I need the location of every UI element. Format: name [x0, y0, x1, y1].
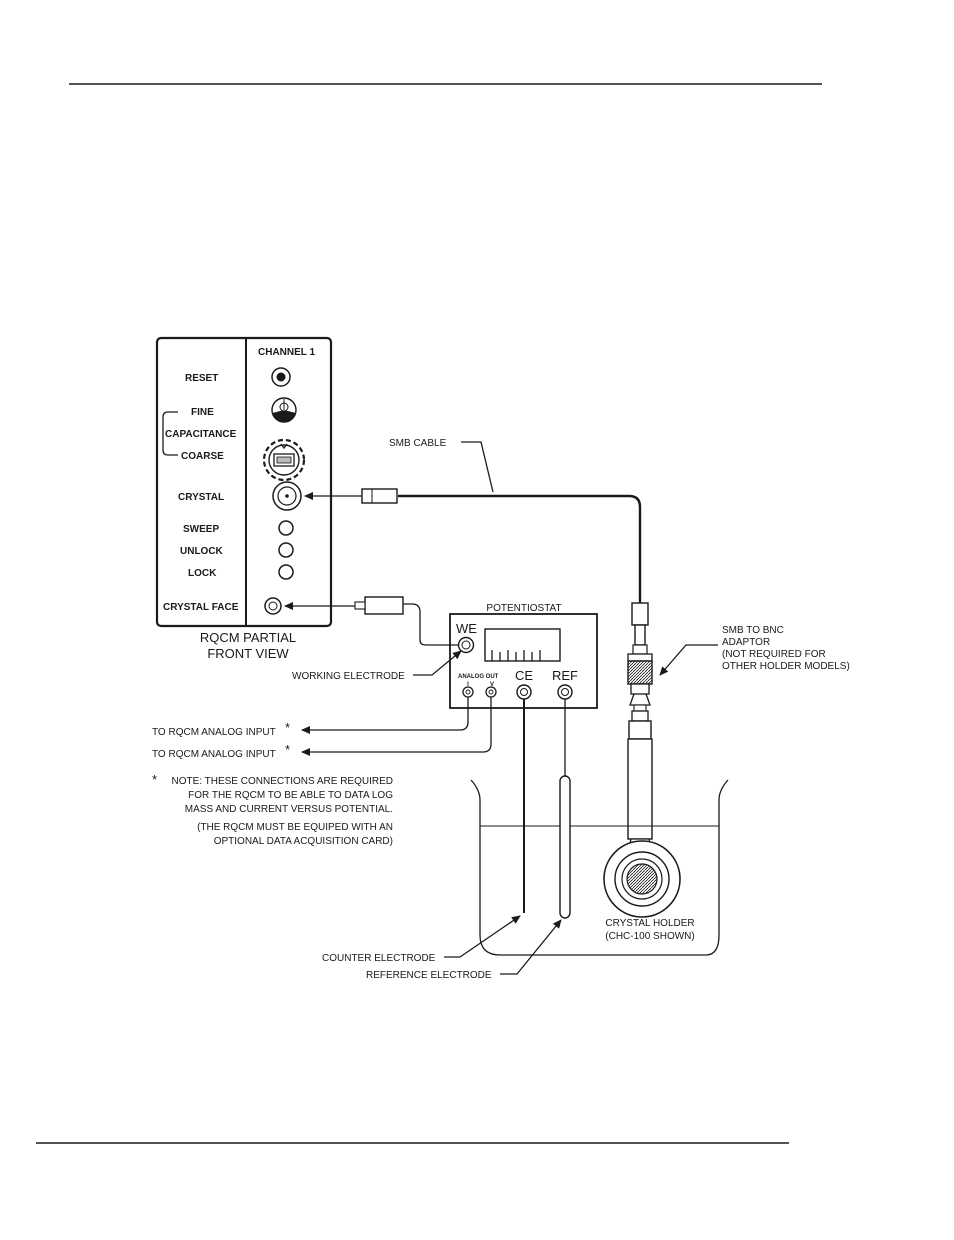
smb-cable: [304, 488, 649, 646]
note-line2: FOR THE RQCM TO BE ABLE TO DATA LOG: [188, 790, 393, 801]
capacitance-bracket: [162, 411, 178, 456]
counter-electrode-label: COUNTER ELECTRODE: [322, 953, 436, 964]
sweep-led: [278, 520, 294, 536]
ce-label: CE: [515, 668, 533, 683]
smb-cable-label: SMB CABLE: [389, 438, 447, 449]
smb-cable-leader: [461, 441, 494, 493]
ce-connector[interactable]: [516, 684, 532, 700]
adaptor-line1: SMB TO BNC: [722, 625, 784, 636]
note-line3: MASS AND CURRENT VERSUS POTENTIAL.: [185, 804, 393, 815]
reference-electrode-label: REFERENCE ELECTRODE: [366, 970, 492, 981]
analog-v-wire: [301, 697, 492, 756]
crystal-holder: [603, 720, 681, 918]
working-electrode-leader: [413, 650, 462, 676]
panel-caption-line1: RQCM PARTIAL: [200, 630, 296, 645]
unlock-led: [278, 542, 294, 558]
fine-capacitance-knob[interactable]: [271, 397, 297, 423]
working-electrode-label: WORKING ELECTRODE: [292, 671, 405, 682]
counter-electrode-leader: [444, 915, 521, 958]
adaptor-leader: [659, 644, 718, 676]
analog-input-1-label: TO RQCM ANALOG INPUT: [152, 727, 276, 738]
panel-caption-line2: FRONT VIEW: [207, 646, 289, 661]
beaker: [470, 779, 729, 956]
crystal-connector[interactable]: [272, 481, 302, 511]
analog-input-2-asterisk: *: [285, 742, 290, 757]
smb-bnc-adaptor: [627, 644, 653, 722]
analog-v-label: V: [490, 682, 494, 688]
coarse-capacitance-knob[interactable]: [262, 438, 306, 482]
potentiostat-title: POTENTIOSTAT: [486, 603, 561, 614]
crystal-face-connector[interactable]: [264, 597, 282, 615]
lock-led: [278, 564, 294, 580]
analog-input-1-asterisk: *: [285, 720, 290, 735]
ref-label: REF: [552, 668, 578, 683]
channel-heading: CHANNEL 1: [258, 347, 315, 358]
analog-v-connector[interactable]: [485, 686, 497, 698]
analog-i-wire: [301, 697, 469, 734]
crystal-face-label: CRYSTAL FACE: [163, 602, 239, 613]
unlock-label: UNLOCK: [180, 546, 224, 557]
note-line4: (THE RQCM MUST BE EQUIPED WITH AN: [197, 822, 393, 833]
crystal-label: CRYSTAL: [178, 492, 224, 503]
reference-electrode-leader: [500, 919, 562, 975]
crystal-holder-line1: CRYSTAL HOLDER: [605, 918, 694, 929]
we-connector[interactable]: [457, 636, 475, 654]
adaptor-line4: OTHER HOLDER MODELS): [722, 661, 850, 672]
coarse-label: COARSE: [181, 451, 224, 462]
lock-label: LOCK: [188, 568, 217, 579]
analog-i-label: I: [467, 682, 469, 688]
we-label: WE: [456, 621, 477, 636]
reset-label: RESET: [185, 373, 218, 384]
analog-input-2-label: TO RQCM ANALOG INPUT: [152, 749, 276, 760]
note-line5: OPTIONAL DATA ACQUISITION CARD): [214, 836, 393, 847]
reference-electrode: [559, 775, 571, 919]
adaptor-line2: ADAPTOR: [722, 637, 770, 648]
capacitance-label: CAPACITANCE: [165, 429, 237, 440]
reset-button[interactable]: [271, 367, 291, 387]
note-asterisk: *: [152, 772, 157, 787]
ref-connector[interactable]: [557, 684, 573, 700]
adaptor-line3: (NOT REQUIRED FOR: [722, 649, 826, 660]
note-line1: NOTE: THESE CONNECTIONS ARE REQUIRED: [171, 776, 393, 787]
sweep-label: SWEEP: [183, 524, 219, 535]
rqcm-front-panel: CHANNEL 1 RESET FINE CAPACITANCE COARSE …: [155, 336, 333, 628]
crystal-face-cable: [284, 596, 458, 646]
analog-i-connector[interactable]: [462, 686, 474, 698]
crystal-holder-line2: (CHC-100 SHOWN): [605, 931, 694, 942]
fine-label: FINE: [191, 407, 214, 418]
analog-out-label: ANALOG OUT: [458, 674, 499, 680]
